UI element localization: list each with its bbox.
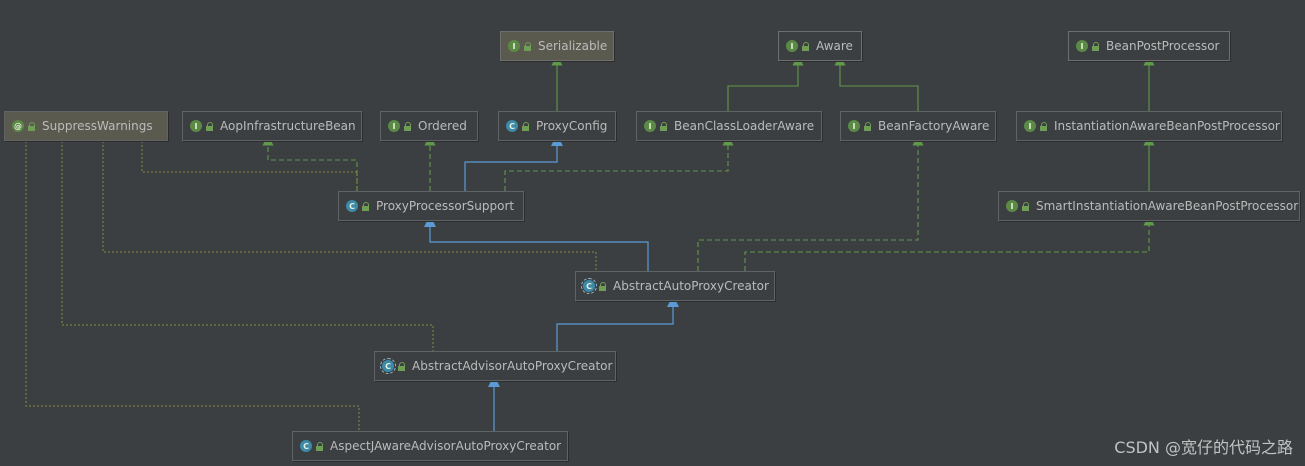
lock-icon — [522, 121, 530, 131]
edge-annot-aaapc — [61, 141, 434, 351]
lock-icon — [398, 361, 406, 371]
node-label: Aware — [816, 39, 853, 53]
abstract-class-icon: C — [380, 358, 396, 374]
node-label: ProxyProcessorSupport — [376, 199, 515, 213]
class-icon: C — [346, 200, 358, 212]
class-icon: C — [506, 120, 518, 132]
node-label: AbstractAdvisorAutoProxyCreator — [412, 359, 613, 373]
lock-icon — [660, 121, 668, 131]
node-label: ProxyConfig — [536, 119, 608, 133]
interface-icon: I — [1076, 40, 1088, 52]
lock-icon — [316, 441, 324, 451]
node-aware[interactable]: I Aware — [778, 31, 862, 61]
lock-icon — [524, 41, 532, 51]
lock-icon — [802, 41, 810, 51]
interface-icon: I — [508, 40, 520, 52]
node-label: Serializable — [538, 39, 608, 53]
edge-abstractautoproxycreator-extends-proxyprocessorsupport — [424, 215, 649, 271]
annotation-icon: @ — [12, 120, 24, 132]
node-instantiationawarebeanpostprocessor[interactable]: I InstantiationAwareBeanPostProcessor — [1016, 111, 1282, 141]
node-beanfactoryaware[interactable]: I BeanFactoryAware — [840, 111, 996, 141]
interface-icon: I — [1024, 120, 1036, 132]
node-beanclassloaderaware[interactable]: I BeanClassLoaderAware — [636, 111, 822, 141]
lock-icon — [362, 201, 370, 211]
interface-icon: I — [848, 120, 860, 132]
node-suppresswarnings[interactable]: @ SuppressWarnings — [4, 111, 168, 141]
edge-abstractadvisor-extends-abstractauto — [556, 295, 679, 351]
node-label: BeanClassLoaderAware — [674, 119, 815, 133]
edge-aapc-implements-beanfactoryaware — [697, 134, 924, 271]
node-label: InstantiationAwareBeanPostProcessor — [1054, 119, 1280, 133]
class-icon: C — [300, 440, 312, 452]
interface-icon: I — [190, 120, 202, 132]
edge-annot-aapc — [102, 141, 597, 271]
edge-annot-pps — [141, 141, 358, 191]
lock-icon — [28, 121, 36, 131]
edge-proxyprocessorsupport-extends-proxyconfig — [464, 134, 563, 192]
edge-annot-aspectj — [25, 141, 360, 431]
node-label: AbstractAutoProxyCreator — [613, 279, 769, 293]
lock-icon — [404, 121, 412, 131]
lock-icon — [1092, 41, 1100, 51]
edge-aapc-implements-smartinstantiation — [744, 214, 1155, 271]
watermark-text: CSDN @宽仔的代码之路 — [1114, 438, 1293, 457]
node-abstractautoproxycreator[interactable]: C AbstractAutoProxyCreator — [575, 271, 775, 301]
node-label: SmartInstantiationAwareBeanPostProcessor — [1036, 199, 1299, 213]
node-aopinfrastructurebean[interactable]: I AopInfrastructureBean — [182, 111, 362, 141]
node-ordered[interactable]: I Ordered — [380, 111, 478, 141]
lock-icon — [206, 121, 214, 131]
node-aspectjawareadvisorautoproxycreator[interactable]: C AspectJAwareAdvisorAutoProxyCreator — [292, 431, 568, 461]
lock-icon — [1022, 201, 1030, 211]
node-beanpostprocessor[interactable]: I BeanPostProcessor — [1068, 31, 1230, 61]
edge-pps-implements-aopinfrastructurebean — [262, 134, 358, 191]
lock-icon — [1040, 121, 1048, 131]
lock-icon — [599, 281, 607, 291]
interface-icon: I — [1006, 200, 1018, 212]
abstract-class-icon: C — [581, 278, 597, 294]
node-label: BeanFactoryAware — [878, 119, 990, 133]
lock-icon — [864, 121, 872, 131]
node-proxyprocessorsupport[interactable]: C ProxyProcessorSupport — [338, 191, 524, 221]
node-label: AspectJAwareAdvisorAutoProxyCreator — [330, 439, 562, 453]
node-smartinstantiationawarebeanpostprocessor[interactable]: I SmartInstantiationAwareBeanPostProcess… — [998, 191, 1300, 221]
interface-icon: I — [644, 120, 656, 132]
interface-icon: I — [388, 120, 400, 132]
node-proxyconfig[interactable]: C ProxyConfig — [498, 111, 616, 141]
interface-icon: I — [786, 40, 798, 52]
edge-pps-implements-beanclassloaderaware — [504, 134, 734, 191]
edge-beanfactoryaware-extends-aware — [834, 54, 919, 111]
node-label: BeanPostProcessor — [1106, 39, 1220, 53]
node-label: AopInfrastructureBean — [220, 119, 356, 133]
node-abstractadvisorautoproxycreator[interactable]: C AbstractAdvisorAutoProxyCreator — [374, 351, 616, 381]
edge-beanclassloaderaware-extends-aware — [727, 54, 804, 111]
node-label: Ordered — [418, 119, 467, 133]
node-serializable[interactable]: I Serializable — [500, 31, 614, 61]
node-label: SuppressWarnings — [42, 119, 153, 133]
